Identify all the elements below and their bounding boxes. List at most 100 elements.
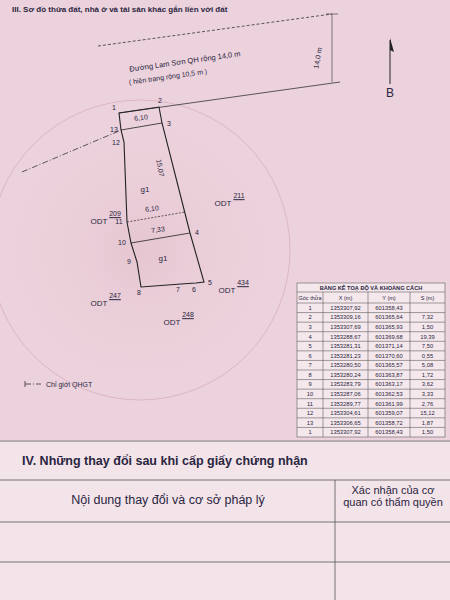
table-cell: 601371,14 — [375, 343, 402, 349]
table-cell: 7,32 — [422, 314, 433, 320]
table-cell: 1353281,23 — [330, 352, 361, 358]
table-cell: 1353281,31 — [330, 343, 361, 349]
north-label: B — [386, 87, 394, 100]
table-cell: 601363,87 — [375, 372, 402, 378]
table-cell: 10 — [307, 391, 313, 397]
table-cell: 6 — [308, 352, 311, 358]
plot-line — [121, 123, 162, 130]
point-number: 1 — [112, 104, 116, 112]
dimension-line — [332, 14, 333, 82]
table-cell: 1353280,50 — [330, 362, 361, 368]
section-title: III. Sơ đồ thửa đất, nhà ở và tài sản kh… — [12, 6, 227, 15]
parcel-type: ODT — [219, 287, 236, 296]
table-cell: 1353288,67 — [330, 333, 361, 339]
point-number: 5 — [208, 279, 212, 287]
point-number: 2 — [158, 97, 162, 105]
table-cell: 601365,57 — [375, 362, 402, 368]
plot-boundary — [119, 107, 204, 287]
table-cell: 1353307,69 — [330, 324, 361, 330]
table-cell: 13 — [307, 419, 313, 425]
table-cell: 3 — [308, 324, 311, 330]
north-arrow-head — [390, 38, 394, 52]
table-cell: 1,87 — [422, 419, 433, 425]
point-number: 10 — [118, 239, 126, 247]
land-code: g1 — [141, 186, 150, 195]
table-cell: 9 — [308, 381, 311, 387]
parcel-number: 248 — [182, 311, 194, 319]
table-cell: 1353306,65 — [330, 419, 361, 425]
table-cell: 12 — [307, 410, 313, 416]
point-number: 12 — [112, 139, 120, 147]
parcel-number: 434 — [237, 279, 249, 287]
parcel-type: ODT — [215, 200, 232, 209]
point-number: 3 — [167, 120, 171, 128]
table-header: S (m) — [421, 294, 434, 300]
table-cell: 5 — [308, 343, 311, 349]
table-cell: 19,39 — [420, 333, 435, 339]
parcel-number: 211 — [233, 192, 244, 200]
table-cell: 2 — [308, 314, 311, 320]
table-cell: 601362,53 — [375, 391, 402, 397]
point-number: 11 — [115, 218, 122, 226]
coordinate-table — [297, 283, 445, 437]
dimension-tick — [326, 14, 338, 15]
point-number: 9 — [127, 258, 131, 266]
table-cell: 15,12 — [420, 410, 435, 416]
table-cell: 601365,93 — [375, 324, 402, 330]
table-cell: 601369,68 — [375, 333, 402, 339]
parcel-number: 209 — [109, 210, 121, 218]
table-cell: 601359,07 — [375, 410, 402, 416]
section-iv-grid — [0, 441, 450, 600]
parcel-type: ODT — [91, 300, 108, 309]
plot-line — [127, 212, 185, 222]
column-header: Xác nhận của cơ quan có thẩm quyền — [340, 484, 446, 508]
parcel-type: ODT — [91, 218, 108, 227]
point-number: 4 — [195, 229, 199, 237]
table-cell: 1,50 — [422, 429, 433, 435]
table-cell: 11 — [307, 400, 313, 406]
legend-sample — [24, 380, 42, 388]
table-cell: 5,08 — [422, 362, 433, 368]
table-cell: 1353304,61 — [330, 410, 361, 416]
table-cell: 601365,64 — [375, 314, 402, 320]
table-cell: 1353309,16 — [330, 314, 361, 320]
table-cell: 1 — [308, 429, 311, 435]
table-cell: 1353307,92 — [330, 305, 361, 311]
table-cell: 601361,99 — [375, 400, 402, 406]
table-cell: 601370,60 — [375, 352, 402, 358]
table-cell: 1353287,06 — [330, 391, 361, 397]
parcel-number: 247 — [109, 292, 121, 300]
plot-line — [131, 233, 190, 243]
parcel-type: ODT — [164, 319, 181, 328]
point-number: 7 — [176, 286, 180, 294]
table-cell: 601358,43 — [375, 429, 402, 435]
table-cell: 8 — [308, 372, 311, 378]
table-header: Y (m) — [382, 294, 395, 300]
table-header: X (m) — [339, 294, 352, 300]
table-cell: 2,76 — [422, 400, 433, 406]
point-number: 13 — [110, 126, 118, 134]
lower-panel — [0, 440, 450, 600]
point-number: 8 — [137, 289, 141, 297]
section-heading: IV. Những thay đổi sau khi cấp giấy chứn… — [22, 455, 308, 469]
table-cell: 1 — [308, 305, 311, 311]
column-header: Nội dung thay đổi và cơ sở pháp lý — [71, 494, 265, 508]
table-cell: 1353307,92 — [330, 429, 361, 435]
table-cell: 1,50 — [422, 324, 433, 330]
table-cell: 1353280,24 — [330, 372, 361, 378]
legend-text: Chỉ giới QHGT — [46, 381, 92, 388]
table-cell: 7 — [308, 362, 311, 368]
land-code: g1 — [159, 255, 168, 264]
table-cell: 7,50 — [422, 343, 433, 349]
table-cell: 601358,43 — [375, 305, 402, 311]
watermark — [0, 100, 290, 400]
road-edge — [98, 14, 332, 46]
table-cell: 601363,17 — [375, 381, 402, 387]
table-title: BẢNG KÊ TOẠ ĐỘ VÀ KHOẢNG CÁCH — [320, 284, 422, 290]
table-header: Góc thửa — [299, 294, 322, 300]
planning-line — [22, 131, 119, 172]
table-cell: 4 — [308, 333, 311, 339]
table-cell: 1353289,77 — [330, 400, 361, 406]
table-cell: 0,55 — [422, 352, 433, 358]
table-cell: 3,33 — [422, 391, 433, 397]
